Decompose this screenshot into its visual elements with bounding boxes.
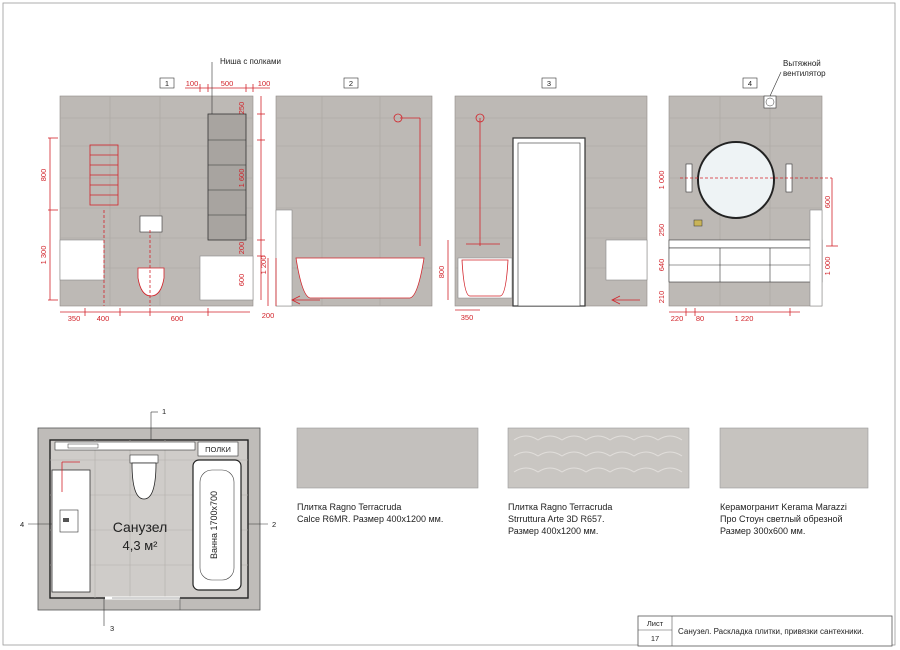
dim-4-600: 600 <box>823 196 832 209</box>
plan-vanity <box>51 469 91 593</box>
dim-1-1300: 1 300 <box>39 246 48 265</box>
swatch-2-line3: Размер 400x1200 мм. <box>508 526 598 536</box>
swatch-3-line1: Керамогранит Kerama Marazzi <box>720 502 847 512</box>
swatch-3-sample <box>719 427 869 489</box>
dim-1-600v: 600 <box>237 274 246 287</box>
shelves-box <box>197 441 239 457</box>
swatch-2: Плитка Ragno Terracruda Strruttura Arte … <box>507 427 690 536</box>
elevation-1-number: 1 <box>165 79 169 88</box>
sheet-label: Лист <box>647 619 664 628</box>
dim-2-200: 200 <box>262 311 275 320</box>
swatch-3-line2: Про Стоун светлый обрезной <box>720 514 843 524</box>
dim-1-200: 200 <box>237 242 246 255</box>
bathtub-label: Ванна 1700х700 <box>209 491 219 559</box>
dim-1-1600: 1 600 <box>237 169 246 188</box>
dim-4-640: 640 <box>657 259 666 272</box>
elevation-4: 4 Вытяжной вентилятор 1 000 250 640 210 … <box>657 59 838 323</box>
elevation-2: 2 1 200 200 <box>259 77 433 320</box>
swatch-1-line2: Calce R6MR. Размер 400x1200 мм. <box>297 514 443 524</box>
sheet-title: Санузел. Раскладка плитки, привязки сант… <box>678 627 864 636</box>
round-mirror <box>697 141 775 219</box>
swatch-3: Керамогранит Kerama Marazzi Про Стоун св… <box>719 427 869 536</box>
room-area: 4,3 м² <box>123 538 159 553</box>
plan-marker-1: 1 <box>162 407 166 416</box>
wc-bowl <box>137 267 165 297</box>
flush-plate <box>139 215 163 233</box>
room-name: Санузел <box>113 519 168 535</box>
dim-3-350: 350 <box>461 313 474 322</box>
plan-marker-3: 3 <box>110 624 114 633</box>
dim-4-250: 250 <box>657 224 666 237</box>
shelves-label: ПОЛКИ <box>205 445 231 454</box>
dim-4-1000b: 1 000 <box>823 257 832 276</box>
title-block: Лист 17 Санузел. Раскладка плитки, привя… <box>637 615 893 647</box>
niche-label: Ниша с полками <box>220 57 281 66</box>
dim-1-350: 350 <box>68 314 81 323</box>
countertop <box>668 239 823 249</box>
plan-marker-2: 2 <box>272 520 276 529</box>
dim-4-80: 80 <box>696 314 704 323</box>
elevation-3-number: 3 <box>547 79 551 88</box>
dim-1-400: 400 <box>97 314 110 323</box>
swatch-1-line1: Плитка Ragno Terracruda <box>297 502 401 512</box>
dim-1-500: 500 <box>221 79 234 88</box>
sheet-number: 17 <box>651 634 659 643</box>
dim-1-100b: 100 <box>258 79 271 88</box>
plan-wc <box>131 462 157 500</box>
floor-plan: ПОЛКИ Ванна 1700х700 Санузел 4,3 м² 1 2 … <box>20 407 276 633</box>
swatch-1-sample <box>296 427 479 489</box>
dim-1-100a: 100 <box>186 79 199 88</box>
dim-1-600: 600 <box>171 314 184 323</box>
plan-marker-4: 4 <box>20 520 24 529</box>
fan-label-line1: Вытяжной <box>783 59 821 68</box>
dim-4-1220: 1 220 <box>735 314 754 323</box>
swatch-2-line1: Плитка Ragno Terracruda <box>508 502 612 512</box>
elevation-2-number: 2 <box>349 79 353 88</box>
dim-4-1000: 1 000 <box>657 171 666 190</box>
swatch-3-line3: Размер 300x600 мм. <box>720 526 805 536</box>
elevation-4-number: 4 <box>748 79 752 88</box>
elevation-1: 1 Ниша с полками 800 1 300 350 400 600 1… <box>39 57 281 323</box>
swatch-2-line2: Strruttura Arte 3D R657. <box>508 514 605 524</box>
dim-1-250: 250 <box>237 102 246 115</box>
dim-1-800: 800 <box>39 169 48 182</box>
dim-2-1200: 1 200 <box>259 256 268 275</box>
dim-3-800: 800 <box>437 266 446 279</box>
elevation-3: 3 800 350 <box>437 77 648 322</box>
swatch-1: Плитка Ragno Terracruda Calce R6MR. Разм… <box>296 427 479 524</box>
shelf-niche <box>207 113 247 241</box>
fan-label-line2: вентилятор <box>783 69 826 78</box>
bathtub-side <box>295 257 425 299</box>
swatch-2-sample <box>507 427 690 489</box>
dim-4-220: 220 <box>671 314 684 323</box>
dim-4-210: 210 <box>657 291 666 304</box>
